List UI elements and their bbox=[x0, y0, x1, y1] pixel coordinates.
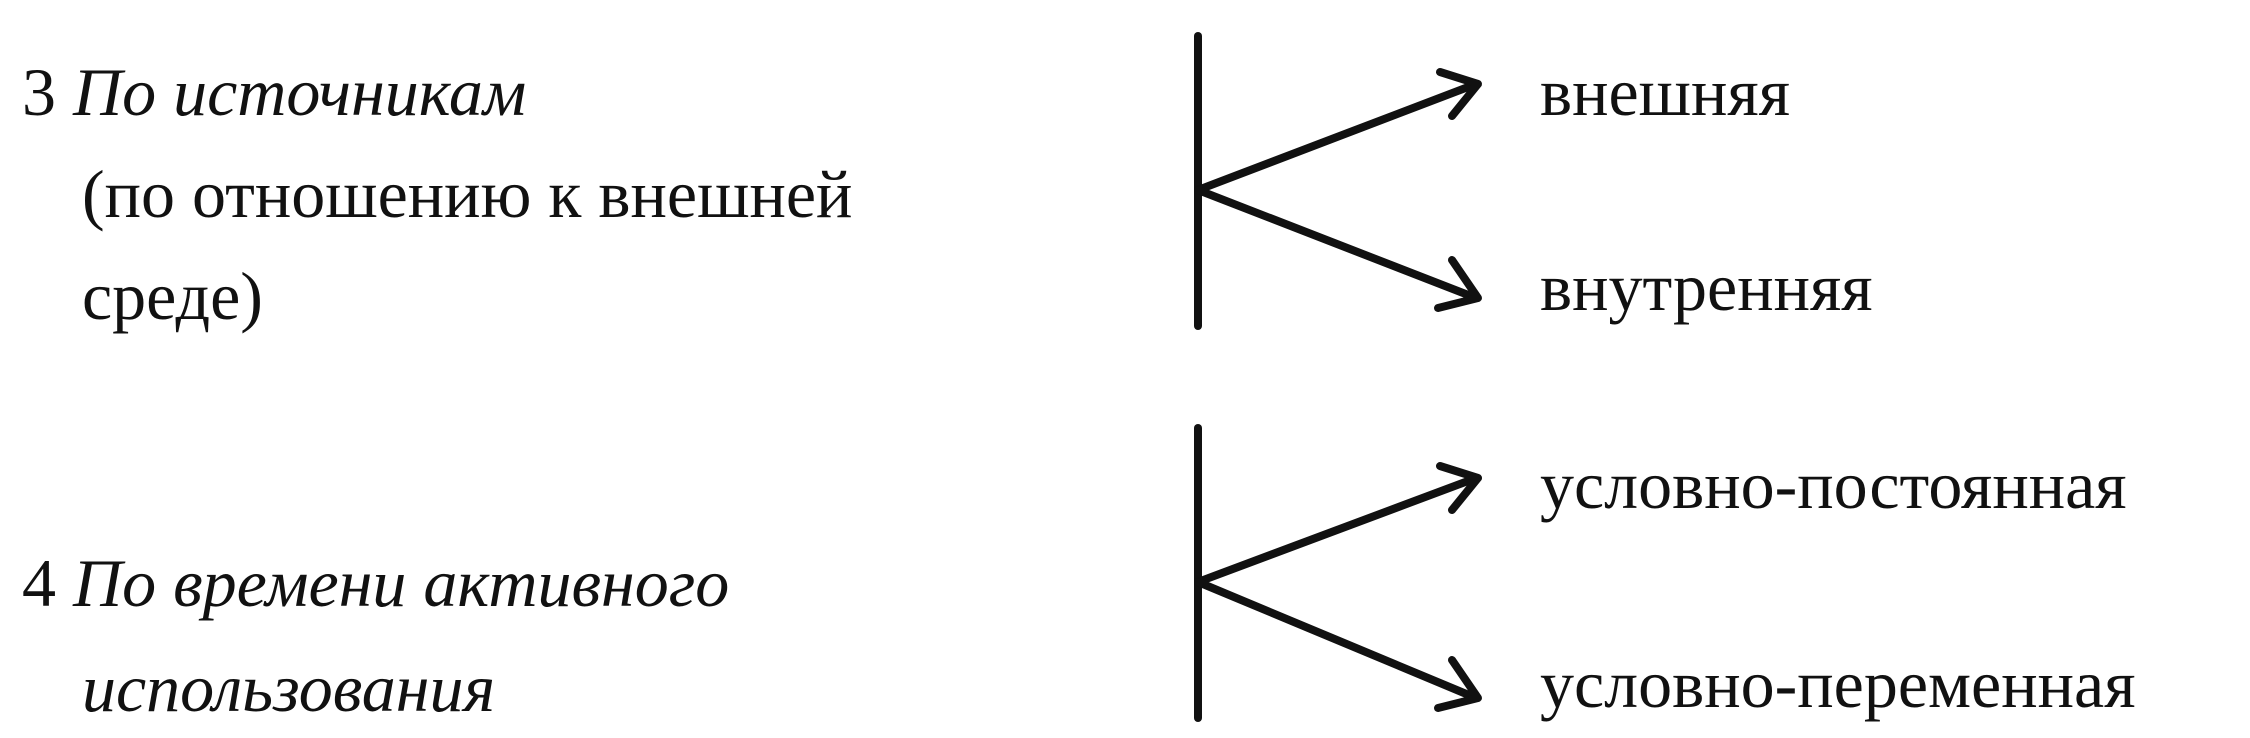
group-3-option-internal: внутренняя bbox=[1540, 249, 1873, 325]
group-3-number: 3 bbox=[22, 54, 56, 130]
group-4-option-conditionally-variable: условно-переменная bbox=[1540, 646, 2136, 722]
group-4-title-line2: использования bbox=[82, 654, 495, 722]
group-3-heading: 3 По источникам bbox=[22, 58, 526, 126]
group-4-number: 4 bbox=[22, 545, 56, 621]
group-3-subtitle-line2: среде) bbox=[82, 258, 263, 334]
group-3-arrow-down bbox=[1194, 186, 1480, 302]
group-3-title: По источникам bbox=[73, 54, 527, 130]
group-3-arrowhead-down bbox=[1434, 256, 1482, 312]
group-4-arrow-down bbox=[1194, 578, 1480, 702]
group-4-option-conditionally-constant: условно-постоянная bbox=[1540, 447, 2127, 523]
group-3-option-external: внешняя bbox=[1540, 54, 1790, 130]
group-4-title-continuation: использования bbox=[82, 650, 496, 726]
group-3-arrow-up bbox=[1194, 80, 1480, 194]
group-4-arrowhead-up bbox=[1436, 462, 1482, 514]
group-3-arrowhead-up bbox=[1436, 68, 1482, 120]
group-3-subtitle-line1: (по отношению к внешней bbox=[82, 156, 853, 232]
group-4-arrowhead-down bbox=[1434, 656, 1482, 712]
group-4-title: По времени активного bbox=[73, 545, 730, 621]
group-4-arrow-up bbox=[1194, 474, 1480, 586]
group-4-heading: 4 По времени активного bbox=[22, 549, 729, 617]
